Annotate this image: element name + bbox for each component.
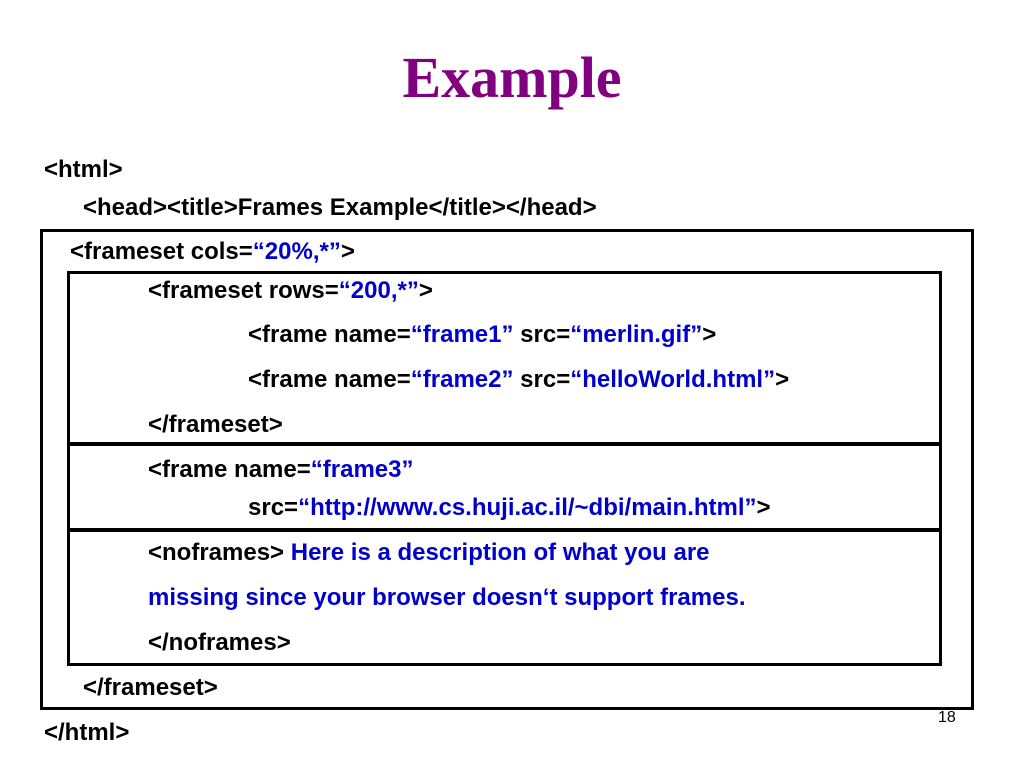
code-noframes-close: </noframes> xyxy=(148,629,291,656)
code-html-close: </html> xyxy=(44,719,130,746)
slide-number: 18 xyxy=(938,709,956,726)
code-noframes-line1: <noframes> Here is a description of what… xyxy=(148,539,710,566)
noframes-box xyxy=(67,528,942,666)
slide-title: Example xyxy=(402,45,622,110)
outer-frameset-box xyxy=(40,229,974,710)
code-frame2: <frame name=“frame2” src=“helloWorld.htm… xyxy=(248,366,790,393)
code-html-open: <html> xyxy=(44,156,123,183)
code-frame3-line1: <frame name=“frame3” xyxy=(148,456,414,483)
code-noframes-line2: missing since your browser doesn‘t suppo… xyxy=(148,584,746,611)
code-frameset-rows: <frameset rows=“200,*”> xyxy=(148,277,433,304)
code-frame1: <frame name=“frame1” src=“merlin.gif”> xyxy=(248,321,717,348)
code-frameset-close-outer: </frameset> xyxy=(83,674,218,701)
code-frameset-cols: <frameset cols=“20%,*”> xyxy=(70,238,355,265)
code-frame3-line2: src=“http://www.cs.huji.ac.il/~dbi/main.… xyxy=(248,494,771,521)
code-head-line: <head><title>Frames Example</title></hea… xyxy=(83,194,597,221)
code-frameset-close-inner: </frameset> xyxy=(148,411,283,438)
